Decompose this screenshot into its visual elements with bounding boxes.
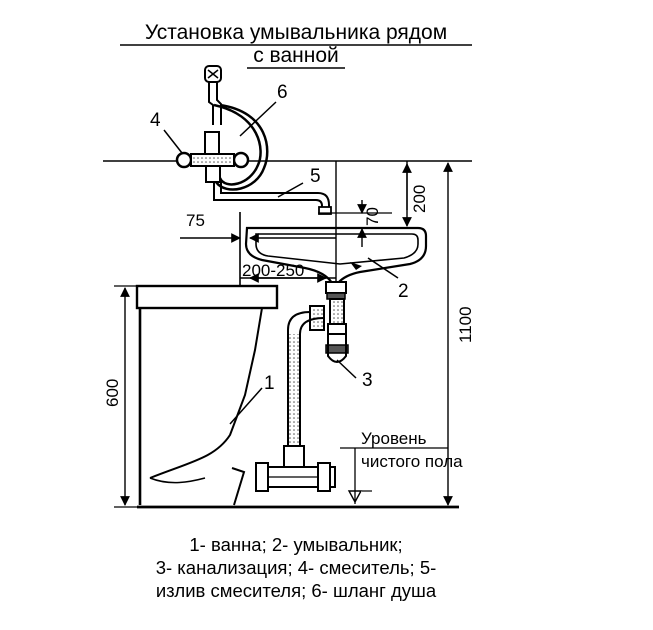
dimension-label-600: 600	[103, 379, 122, 407]
legend-line-3: излив смесителя; 6- шланг душа	[156, 580, 437, 601]
dimension-70	[318, 200, 392, 247]
floor-level-marker	[340, 447, 448, 504]
title-line-2: с ванной	[253, 44, 339, 67]
callout-6: 6	[277, 82, 288, 103]
leader-6	[239, 101, 277, 137]
sewer-tee	[255, 445, 336, 492]
callout-4: 4	[150, 110, 161, 131]
mixer-spout	[213, 182, 332, 215]
legend-line-2: 3- канализация; 4- смеситель; 5-	[156, 557, 437, 578]
callout-1: 1	[264, 373, 275, 394]
dimension-label-1100: 1100	[456, 306, 475, 343]
mixer	[163, 129, 250, 183]
bathtub-rim	[135, 284, 279, 310]
drain-siphon	[287, 281, 357, 458]
bathtub	[135, 284, 279, 506]
leader-4	[163, 129, 183, 154]
mixer-right-handle	[232, 151, 250, 169]
title: Установка умывальника рядом с ванной	[120, 21, 472, 69]
dimension-label-70: 70	[363, 207, 382, 226]
washbasin	[244, 226, 428, 285]
mixer-left-handle	[175, 151, 193, 169]
callout-3: 3	[362, 370, 373, 391]
floor-note-line-1: Уровень	[361, 429, 427, 448]
title-line-1: Установка умывальника рядом	[145, 21, 447, 44]
callout-5: 5	[310, 166, 321, 187]
dimension-label-200: 200	[410, 185, 429, 213]
leader-3	[336, 359, 357, 379]
dimension-label-200-250: 200-250	[242, 261, 304, 280]
legend: 1- ванна; 2- умывальник; 3- канализация;…	[156, 534, 437, 601]
legend-line-1: 1- ванна; 2- умывальник;	[189, 534, 402, 555]
dimension-label-75: 75	[186, 211, 205, 230]
mixer-body	[190, 153, 235, 167]
dimension-600	[114, 285, 137, 508]
shower-hose	[204, 65, 277, 191]
leader-1	[229, 387, 263, 425]
leader-2	[367, 257, 399, 279]
floor-note-line-2: чистого пола	[361, 452, 463, 471]
leader-5	[277, 182, 304, 198]
callout-2: 2	[398, 281, 409, 302]
